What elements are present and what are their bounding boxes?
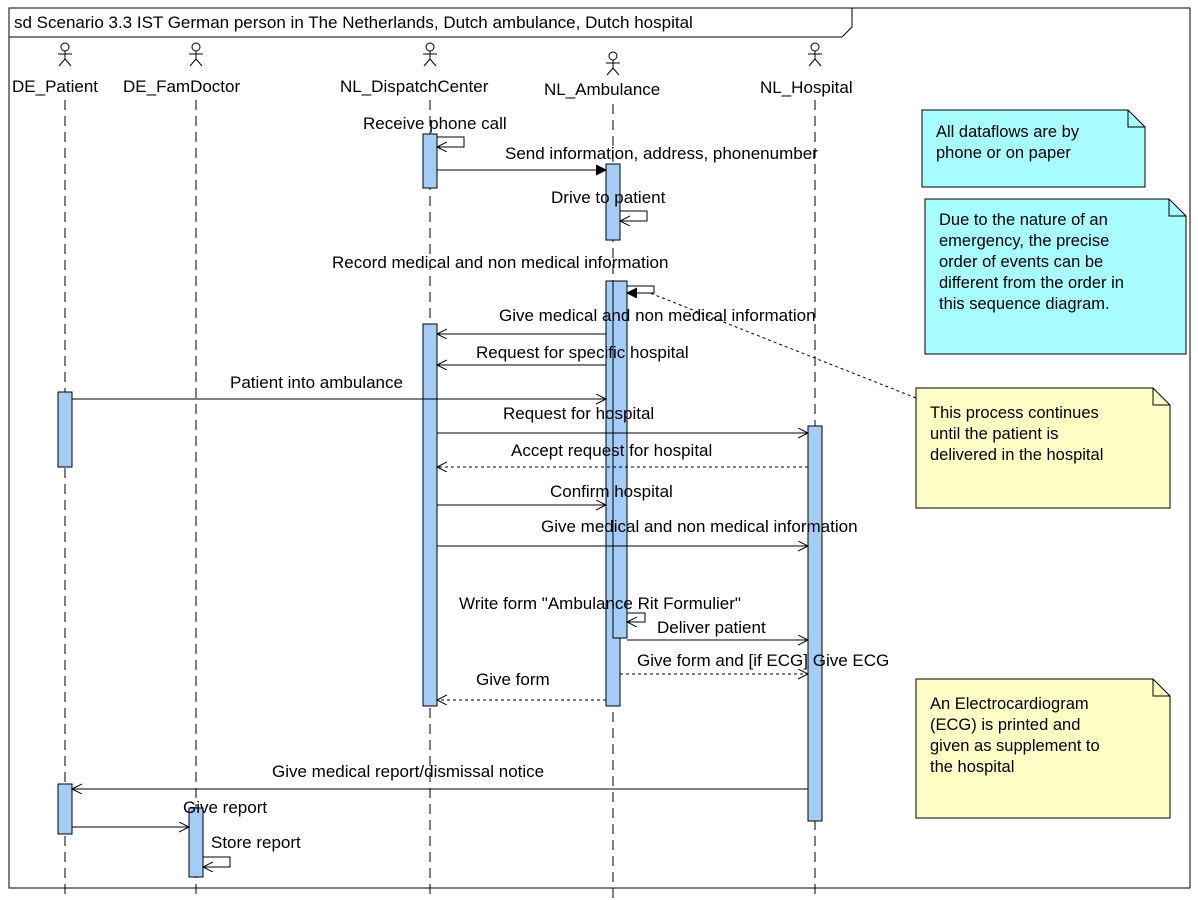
message-label: Send information, address, phonenumber: [505, 144, 818, 163]
note-ecg-shape: [915, 678, 1171, 819]
note-line: given as supplement to: [930, 737, 1100, 755]
message-label: Give medical and non medical information: [499, 306, 816, 325]
message-give-info-to-dispatch: Give medical and non medical information: [437, 306, 816, 334]
note-line: An Electrocardiogram: [930, 695, 1089, 713]
note-line: This process continues: [930, 404, 1099, 422]
lifeline-name: DE_FamDoctor: [123, 77, 240, 96]
actor-icon: [423, 42, 437, 67]
frame-title-tab: [9, 8, 853, 38]
message-label: Patient into ambulance: [230, 373, 403, 392]
activation-bar: [422, 323, 438, 707]
message-request-for-hospital: Request for hospital: [437, 404, 808, 433]
note-ecg: An Electrocardiogram (ECG) is printed an…: [916, 679, 1153, 818]
activation-bars: [57, 133, 823, 878]
message-give-medical-report: Give medical report/dismissal notice: [72, 762, 808, 789]
message-label: Write form "Ambulance Rit Formulier": [459, 594, 741, 613]
message-label: Receive phone call: [363, 114, 507, 133]
note-line: All dataflows are by: [936, 123, 1080, 141]
lifeline-nl-hospital: NL_Hospital: [760, 42, 853, 900]
message-label: Request for hospital: [503, 404, 654, 423]
message-label: Accept request for hospital: [511, 441, 712, 460]
note-line: order of events can be: [939, 253, 1104, 271]
message-receive-phone-call: Receive phone call: [363, 114, 507, 147]
lifeline-de-patient: DE_Patient: [12, 42, 98, 900]
note-continues-shape: [915, 387, 1171, 509]
message-patient-into-ambulance: Patient into ambulance: [72, 373, 606, 399]
message-write-form: Write form "Ambulance Rit Formulier": [459, 594, 741, 622]
actor-icon: [189, 42, 203, 67]
note-line: Due to the nature of an: [939, 211, 1108, 229]
lifeline-name: NL_DispatchCenter: [340, 77, 489, 96]
lifeline-name: NL_Ambulance: [544, 80, 660, 99]
note-line: different from the order in: [939, 274, 1124, 292]
message-label: Record medical and non medical informati…: [332, 253, 668, 272]
activation-bar: [605, 163, 621, 241]
message-send-information: Send information, address, phonenumber: [437, 144, 818, 170]
message-label: Give form: [476, 670, 550, 689]
message-drive-to-patient: Drive to patient: [551, 188, 666, 221]
note-line: delivered in the hospital: [930, 446, 1104, 464]
message-label: Give form and [if ECG] Give ECG: [637, 651, 889, 670]
note-line: emergency, the precise: [939, 232, 1110, 250]
message-label: Drive to patient: [551, 188, 666, 207]
message-give-form: Give form: [437, 670, 606, 700]
message-give-form-and-ecg: Give form and [if ECG] Give ECG: [620, 651, 889, 674]
actor-icon: [606, 51, 620, 76]
activation-bar: [612, 280, 628, 639]
message-label: Confirm hospital: [550, 482, 673, 501]
message-record-information: Record medical and non medical informati…: [332, 253, 668, 293]
message-request-specific-hospital: Request for specific hospital: [437, 343, 689, 365]
diagram-frame: [8, 7, 1191, 889]
lifeline-nl-ambulance: NL_Ambulance: [544, 51, 660, 900]
activation-bar: [57, 391, 73, 468]
lifeline-de-famdoctor: DE_FamDoctor: [123, 42, 240, 900]
message-confirm-hospital: Confirm hospital: [437, 482, 673, 505]
message-give-info-to-hospital: Give medical and non medical information: [437, 517, 858, 546]
activation-bar: [188, 807, 204, 878]
message-accept-request: Accept request for hospital: [437, 441, 808, 467]
note-line: until the patient is: [930, 425, 1059, 443]
actor-icon: [808, 42, 822, 67]
activation-bar: [807, 425, 823, 822]
frame-title: sd Scenario 3.3 IST German person in The…: [14, 13, 693, 32]
message-store-report: Store report: [203, 833, 301, 867]
note-line: phone or on paper: [936, 144, 1071, 162]
actor-icon: [58, 42, 72, 67]
message-label: Give medical report/dismissal notice: [272, 762, 544, 781]
lifeline-name: DE_Patient: [12, 77, 98, 96]
message-label: Store report: [211, 833, 301, 852]
activation-bar: [57, 783, 73, 835]
message-label: Request for specific hospital: [476, 343, 689, 362]
note-line: this sequence diagram.: [939, 295, 1110, 313]
note-order: Due to the nature of an emergency, the p…: [925, 199, 1169, 354]
lifeline-name: NL_Hospital: [760, 78, 853, 97]
note-line: the hospital: [930, 758, 1015, 776]
note-dataflows-shape: [921, 109, 1146, 188]
note-line: (ECG) is printed and: [930, 716, 1081, 734]
note-dataflows: All dataflows are by phone or on paper: [922, 110, 1128, 187]
message-give-report: Give report: [72, 798, 267, 827]
note-order-shape: [924, 198, 1187, 355]
activation-bar: [422, 133, 438, 189]
message-deliver-patient: Deliver patient: [627, 618, 808, 640]
message-label: Give medical and non medical information: [541, 517, 858, 536]
message-label: Deliver patient: [657, 618, 766, 637]
message-label: Give report: [183, 798, 267, 817]
note-continues: This process continues until the patient…: [916, 388, 1153, 508]
